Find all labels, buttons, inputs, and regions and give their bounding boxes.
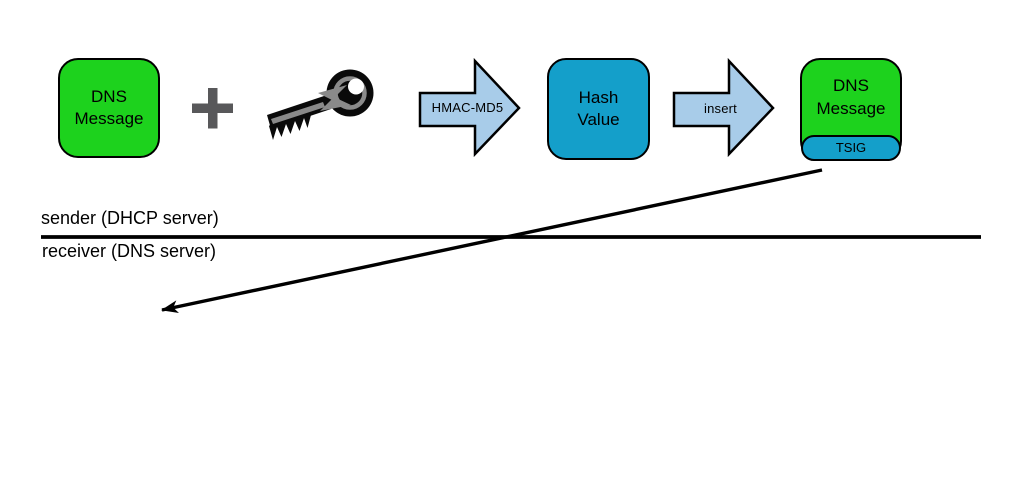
dns-message-box: DNS Message bbox=[58, 58, 160, 158]
plus-icon bbox=[192, 88, 233, 129]
send-message-arrow bbox=[161, 168, 823, 314]
insert-arrow-shape bbox=[672, 57, 775, 158]
insert-arrow-label: insert bbox=[704, 101, 737, 116]
dns-message-signed-label: DNS Message bbox=[816, 76, 886, 118]
sender-label: sender (DHCP server) bbox=[41, 208, 219, 228]
hash-value-box: Hash Value bbox=[547, 58, 650, 160]
key-icon bbox=[267, 69, 374, 140]
tsig-badge: TSIG bbox=[801, 135, 901, 161]
dns-message-signed-box: DNS Message TSIG bbox=[800, 58, 902, 161]
hmac-arrow-shape bbox=[418, 57, 521, 158]
receiver-label: receiver (DNS server) bbox=[42, 241, 217, 261]
hmac-arrow-label: HMAC-MD5 bbox=[431, 100, 504, 115]
